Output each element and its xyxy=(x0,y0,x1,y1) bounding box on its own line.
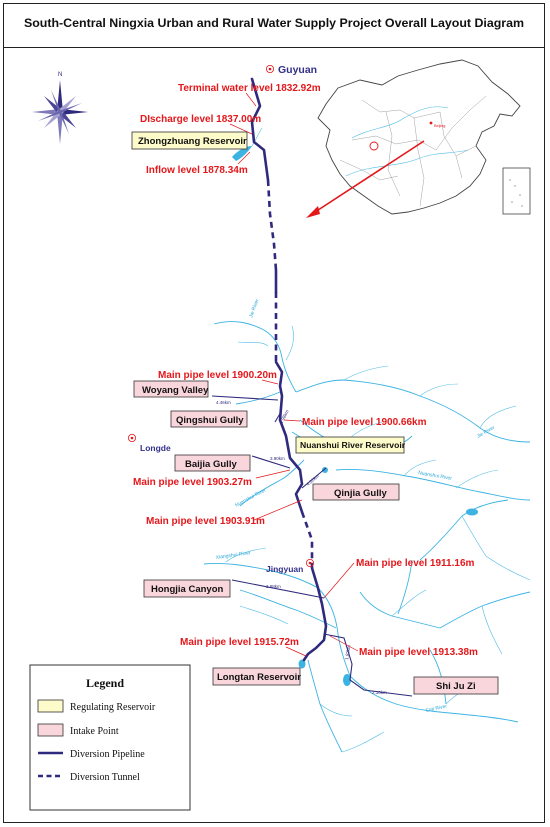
distance-woyang: 4.46km xyxy=(216,400,231,405)
legend-label-intake: Intake Point xyxy=(70,726,119,737)
zhongzhuang-water-body xyxy=(232,146,252,161)
city-guyuan-label: Guyuan xyxy=(278,64,317,76)
compass-rose: N xyxy=(32,72,88,144)
reservoir-nuanshui-label: Nuanshui River Reservoir xyxy=(300,440,406,450)
intake-qinjia: Qinjia Gully xyxy=(312,483,400,501)
legend-item-intake-point: Intake Point xyxy=(37,723,119,737)
level-main-1900-66: Main pipe level 1900.66km xyxy=(302,417,427,428)
river-label-jie: Jie River xyxy=(248,298,260,319)
legend-swatch-intake xyxy=(37,723,64,737)
intake-longtan-label: Longtan Reservoir xyxy=(217,672,301,683)
compass-point-east xyxy=(60,109,88,115)
title-bar: South-Central Ningxia Urban and Rural Wa… xyxy=(4,4,544,48)
reservoir-nuanshui: Nuanshui River Reservoir xyxy=(295,436,406,454)
city-longde-label: Longde xyxy=(140,443,171,453)
diversion-system: 4.46km 1.98km 3.90km 4.22km 2.88km 1.82k… xyxy=(211,77,413,697)
city-jingyuan-label: Jingyuan xyxy=(266,564,303,574)
pipeline-guyuan-to-zhongzhuang xyxy=(250,77,270,182)
intake-baijia-label: Baijia Gully xyxy=(185,459,237,470)
level-main-1903-27: Main pipe level 1903.27m xyxy=(133,477,252,488)
legend-title: Legend xyxy=(86,676,124,690)
city-guyuan: Guyuan xyxy=(265,64,317,76)
china-outline xyxy=(317,59,521,215)
beijing-marker xyxy=(429,121,433,125)
reservoir-zhongzhuang-label: Zhongzhuang Reservoir xyxy=(138,136,247,147)
city-jingyuan-icon xyxy=(305,559,314,568)
legend: Legend Regulating Reservoir Intake Point… xyxy=(29,664,191,811)
south-sea-inset xyxy=(502,167,531,215)
level-main-1915-72: Main pipe level 1915.72m xyxy=(180,637,299,648)
intake-qingshui-label: Qingshui Gully xyxy=(176,415,244,426)
intake-woyang: Woyang Valley xyxy=(133,380,209,398)
legend-item-diversion-tunnel: Diversion Tunnel xyxy=(38,772,140,783)
intake-hongjia-label: Hongjia Canyon xyxy=(151,584,224,595)
level-main-1911-16: Main pipe level 1911.16m xyxy=(356,558,475,569)
nuanshui-reservoir-water-body xyxy=(322,467,328,473)
city-longde-icon xyxy=(127,433,136,442)
intake-qingshui: Qingshui Gully xyxy=(170,410,248,428)
legend-item-diversion-pipeline: Diversion Pipeline xyxy=(38,749,145,760)
branch-qinjia xyxy=(301,467,327,489)
legend-swatch-reservoir xyxy=(37,699,64,713)
level-discharge: DIscharge level 1837.00m xyxy=(140,114,261,125)
longtan-lake-marker xyxy=(343,674,351,686)
level-main-1900-20: Main pipe level 1900.20m xyxy=(158,370,277,381)
reservoir-zhongzhuang: Zhongzhuang Reservoir xyxy=(131,131,248,150)
legend-label-pipeline: Diversion Pipeline xyxy=(70,749,145,760)
distance-hongjia: 2.88km xyxy=(266,584,281,589)
level-inflow: Inflow level 1878.34m xyxy=(146,165,248,176)
distance-qingshui: 1.98km xyxy=(278,409,289,425)
river-label-xiangshui: Xiangshui River xyxy=(215,550,251,561)
compass-point-west xyxy=(32,109,60,115)
intake-hongjia: Hongjia Canyon xyxy=(143,579,231,598)
compass-point-south xyxy=(57,112,63,144)
city-longde: Longde xyxy=(127,433,171,453)
intake-woyang-label: Woyang Valley xyxy=(142,385,209,396)
branch-qingshui xyxy=(274,411,282,423)
branch-woyang xyxy=(211,395,279,401)
compass-north-label: N xyxy=(58,72,62,78)
map-title: South-Central Ningxia Urban and Rural Wa… xyxy=(23,16,525,30)
level-main-1913-38: Main pipe level 1913.38m xyxy=(359,647,478,658)
water-level-labels: Terminal water level 1832.92m DIscharge … xyxy=(133,83,478,658)
level-terminal: Terminal water level 1832.92m xyxy=(178,83,321,94)
branch-shijuzi xyxy=(323,633,413,697)
branch-hongjia xyxy=(231,579,325,599)
branch-baijia xyxy=(251,455,291,469)
river-label-nuanshui-b: Nuanshui River xyxy=(418,470,453,482)
beijing-label: Beijing xyxy=(434,124,445,128)
compass-point-north xyxy=(57,80,63,112)
intake-longtan: Longtan Reservoir xyxy=(212,667,301,686)
legend-label-tunnel: Diversion Tunnel xyxy=(70,772,140,783)
east-lake-marker xyxy=(466,508,478,516)
distance-longtan: 1.82km xyxy=(344,645,352,661)
pipeline-woyang-section xyxy=(274,360,304,514)
intake-shijuzi-label: Shi Ju Zi xyxy=(436,681,476,692)
city-jingyuan: Jingyuan xyxy=(266,559,314,574)
level-main-1903-91: Main pipe level 1903.91m xyxy=(146,516,265,527)
tunnel-north xyxy=(266,179,278,271)
intake-qinjia-label: Qinjia Gully xyxy=(334,488,388,499)
river-label-ceji: Ceji River xyxy=(425,704,448,714)
legend-item-regulating-reservoir: Regulating Reservoir xyxy=(37,699,156,713)
pipeline-jingyuan-section xyxy=(302,566,328,662)
distance-baijia: 3.90km xyxy=(270,456,285,461)
distance-shijuzi: 2.10km xyxy=(372,690,387,695)
china-inset-map: Beijing xyxy=(306,59,531,218)
intake-baijia: Baijia Gully xyxy=(174,454,251,472)
river-label-nuanshui-a: Nuanshui River xyxy=(234,487,267,509)
city-guyuan-icon xyxy=(265,65,274,74)
project-location-marker xyxy=(369,141,379,151)
legend-label-reservoir: Regulating Reservoir xyxy=(70,702,156,713)
location-arrow-line xyxy=(311,140,425,215)
intake-shijuzi: Shi Ju Zi xyxy=(413,676,499,695)
location-arrow-head-icon xyxy=(306,206,320,218)
